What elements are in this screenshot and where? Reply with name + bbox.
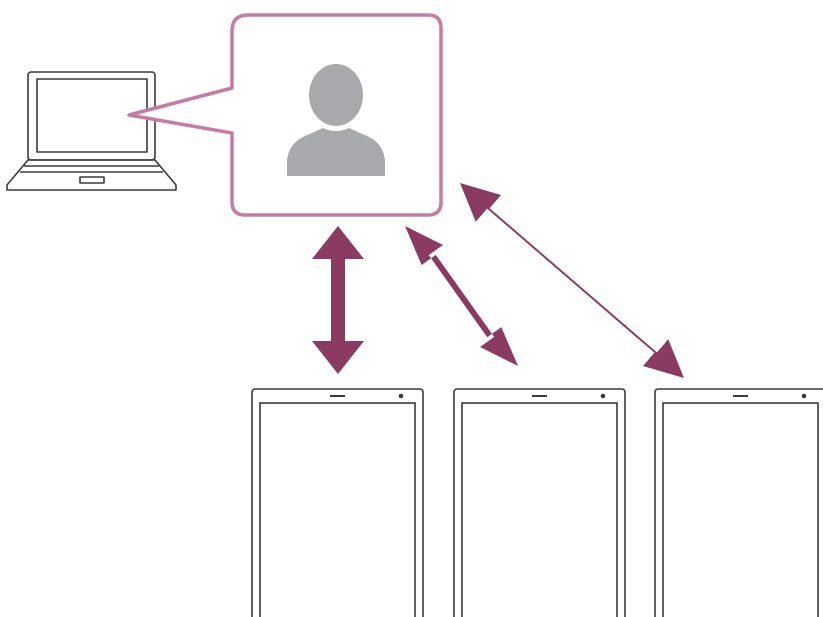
tablet-icon [654,388,823,617]
tablet-frame [453,388,626,617]
laptop-touchpad [79,176,105,184]
tablet-camera [801,393,807,399]
laptop-base [6,159,177,191]
user-account-icon [287,64,385,176]
double-headed-arrow-icon [460,183,684,378]
tablet-frame [251,388,424,617]
tablet-camera [600,393,606,399]
laptop-icon [6,71,177,191]
double-headed-arrow-icon [312,226,364,374]
connection-arrows [312,183,684,378]
account-callout [127,13,443,217]
tablet-frame [654,388,823,617]
avatar-body [287,128,385,176]
tablet-screen [461,402,618,617]
tablet-icon [251,388,424,617]
avatar-head [309,64,363,126]
double-headed-arrow-icon [405,226,518,366]
tablet-screen [662,402,819,617]
tablet-icon [453,388,626,617]
tablet-camera [398,393,404,399]
tablet-screen [259,402,416,617]
